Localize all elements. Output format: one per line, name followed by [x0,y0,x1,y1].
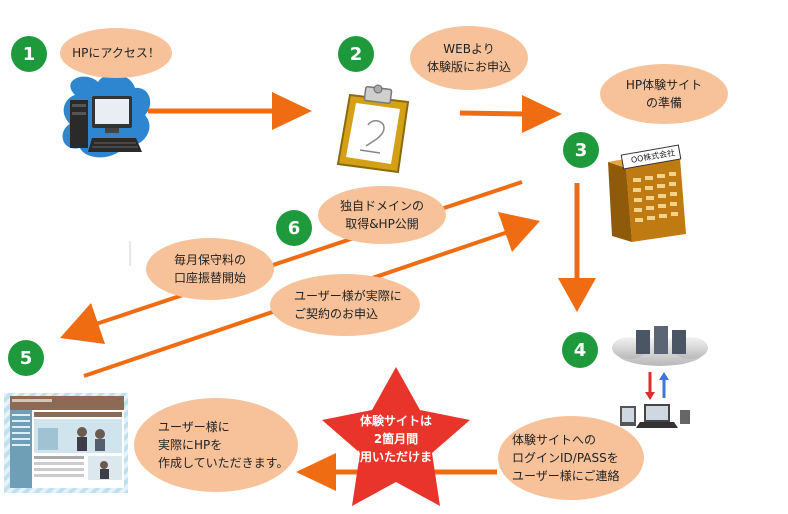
step-3-text-line1: HP体験サイト [625,78,703,92]
step-2-text-line2: 体験版にお申込 [426,60,511,74]
step-5-badge: 5 [8,340,44,376]
computer-icon [62,74,151,158]
step-6-bubble: 独自ドメインの 取得&HP公開 [318,186,446,244]
step-4-badge: 4 [562,332,598,368]
step-6-text-line1: 独自ドメインの [339,199,424,213]
star-badge [322,367,470,506]
fee-text-line1: 毎月保守料の [173,253,246,267]
star-text-line1: 体験サイトは [359,414,432,428]
star-text-line2: 2箇月間 [373,432,419,446]
step-3-bubble: HP体験サイト の準備 [600,64,728,124]
step-5-bubble: ユーザー様に 実際にHPを 作成していただきます。 [134,398,298,492]
step-5-text-line3: 作成していただきます。 [158,456,289,470]
arrow-2-to-3 [459,95,562,133]
step-6-badge: 6 [276,210,312,246]
website-thumbnail [4,393,128,493]
fee-bubble: 毎月保守料の 口座振替開始 [146,238,274,300]
star-text: 体験サイトは 2箇月間 ご利用いただけます！ [336,412,456,466]
star-text-line3: ご利用いただけます！ [336,450,457,464]
arrow-3-to-4 [558,183,596,312]
step-1-bubble: HPにアクセス！ [60,28,172,78]
step-1-text: HPにアクセス！ [72,46,160,60]
arrow-1-to-2 [148,92,312,130]
step-2-badge: 2 [338,36,374,72]
server-cloud-icon [612,326,708,428]
step-4-text-line2: ログインID/PASSを [512,451,619,465]
step-3-badge: 3 [563,132,599,168]
step-3-text-line2: の準備 [645,96,682,110]
fee-text-line2: 口座振替開始 [173,271,246,285]
step-2-bubble: WEBより 体験版にお申込 [410,26,528,90]
step-4-bubble: 体験サイトへの ログインID/PASSを ユーザー様にご連絡 [498,416,644,500]
step-1-badge: 1 [11,36,47,72]
step-6-text-line2: 取得&HP公開 [345,217,419,231]
step-4-text-line1: 体験サイトへの [512,433,597,447]
contract-text-line2: ご契約のお申込 [294,307,379,321]
step-4-text-line3: ユーザー様にご連絡 [512,469,620,483]
contract-bubble: ユーザー様が実際に ご契約のお申込 [270,274,420,336]
step-5-text-line1: ユーザー様に [158,420,230,434]
contract-text-line1: ユーザー様が実際に [294,289,402,303]
arrow-publish [60,180,523,344]
building-icon [608,144,686,242]
step-5-text-line2: 実際にHPを [158,438,223,452]
clipboard-icon [336,84,410,174]
step-2-text-line1: WEBより [443,42,495,56]
